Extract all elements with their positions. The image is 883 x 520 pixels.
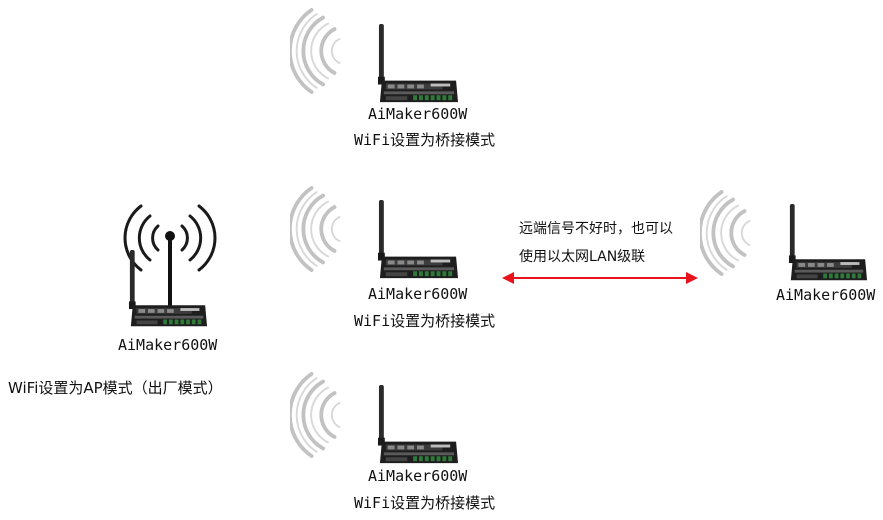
link-note-line2: 使用以太网LAN级联 [519, 249, 646, 265]
router-device-icon [374, 385, 462, 467]
wifi-wave-icon [290, 8, 358, 94]
device-name: AiMaker600W [118, 336, 218, 354]
router-device-icon [784, 204, 872, 284]
device-name: AiMaker600W [368, 285, 468, 303]
router-device-icon [123, 250, 213, 330]
router-device-icon [374, 24, 462, 106]
mode-label: WiFi设置为桥接模式 [354, 494, 496, 512]
double-arrow-icon [502, 272, 698, 284]
device-name: AiMaker600W [368, 105, 468, 123]
device-name: AiMaker600W [776, 286, 876, 304]
wifi-wave-icon [290, 372, 358, 458]
wifi-wave-icon [290, 186, 358, 272]
device-name: AiMaker600W [368, 467, 468, 485]
wifi-wave-icon [700, 190, 768, 276]
link-note-line1: 远端信号不好时，也可以 [519, 221, 673, 237]
router-device-icon [374, 200, 462, 282]
mode-label: WiFi设置为桥接模式 [354, 131, 496, 149]
mode-label: WiFi设置为桥接模式 [354, 312, 496, 330]
mode-label: WiFi设置为AP模式（出厂模式） [8, 379, 223, 397]
